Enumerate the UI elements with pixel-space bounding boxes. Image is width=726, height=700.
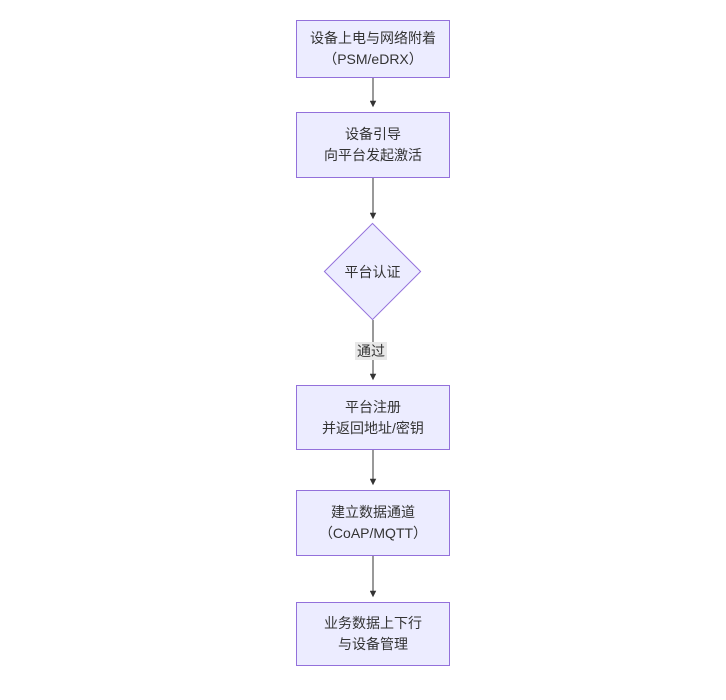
node-label-line: 业务数据上下行 [324, 615, 422, 631]
node-label-line: 建立数据通道 [331, 504, 415, 520]
node-label-line: 平台认证 [344, 263, 401, 280]
node-label-line: 并返回地址/密钥 [322, 419, 424, 436]
node-label-line: 与设备管理 [338, 636, 408, 652]
node-label-line: 平台注册 [345, 398, 401, 415]
flow-node-data-channel: 建立数据通道 （CoAP/MQTT） [296, 490, 450, 556]
node-label-line: 向平台发起激活 [324, 147, 422, 163]
edge-label-pass: 通过 [355, 342, 387, 360]
flow-node-platform-register: 平台注册 并返回地址/密钥 [296, 385, 450, 450]
flow-node-business-data: 业务数据上下行 与设备管理 [296, 602, 450, 666]
flow-node-power-network-attach: 设备上电与网络附着 （PSM/eDRX） [296, 20, 450, 78]
decision-platform-auth: 平台认证 [322, 222, 423, 321]
flow-node-device-bootstrap: 设备引导 向平台发起激活 [296, 112, 450, 178]
node-label-line: （PSM/eDRX） [323, 51, 423, 67]
node-label-line: 设备引导 [345, 126, 401, 142]
node-label-line: （CoAP/MQTT） [318, 525, 428, 541]
node-label-line: 设备上电与网络附着 [310, 30, 436, 46]
